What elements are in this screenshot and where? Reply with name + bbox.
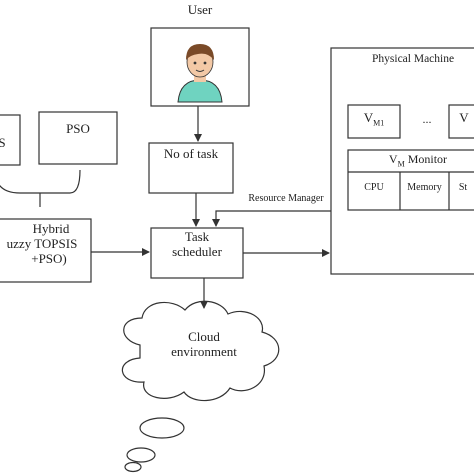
- cloud-bubble-small: [124, 461, 142, 473]
- memory-label: Memory: [407, 182, 442, 193]
- vm-monitor-label: VM Monitor: [348, 152, 474, 169]
- vm-monitor-prefix: V: [388, 152, 398, 166]
- left-cut-label: S: [0, 135, 6, 150]
- vm-monitor-sub: M: [397, 159, 405, 169]
- resource-manager-label: Resource Manager: [248, 193, 324, 204]
- task-scheduler-line2: scheduler: [172, 243, 222, 259]
- resource-manager-arrow: [212, 210, 331, 227]
- hybrid-label-line2: uzzy TOPSIS: [6, 235, 78, 251]
- vm1-prefix: V: [363, 110, 374, 125]
- merge-brace: [0, 169, 81, 194]
- user-avatar-icon: [177, 44, 223, 103]
- cloud-label: Cloud environment: [150, 329, 258, 360]
- pso-box: [38, 111, 118, 165]
- vm-dots: ...: [422, 112, 432, 126]
- cloud-shape: [121, 300, 280, 402]
- hybrid-label: Hybrid uzzy TOPSIS +PSO): [0, 221, 94, 267]
- physical-machine-box: [330, 47, 474, 275]
- user-label: User: [187, 2, 213, 17]
- vm-monitor-suffix: Monitor: [404, 152, 448, 166]
- task-scheduler-line1: Task: [184, 229, 210, 244]
- pso-label: PSO: [66, 121, 90, 136]
- no-of-task-box: [148, 142, 234, 194]
- vm-right-label: V: [459, 110, 469, 125]
- vm1-sub: M1: [373, 118, 385, 128]
- cloud-label-line2: environment: [171, 343, 237, 359]
- hybrid-box: [0, 218, 92, 283]
- left-cut-box: [0, 114, 21, 166]
- storage-cut-label: St: [458, 182, 468, 193]
- physical-machine-label: Physical Machine: [372, 53, 455, 65]
- cloud-label-line1: Cloud: [188, 329, 220, 344]
- no-of-task-label: No of task: [163, 146, 219, 161]
- vm1-label: VM1: [348, 110, 400, 128]
- cpu-label: CPU: [364, 182, 384, 193]
- cloud-bubble-large: [139, 417, 185, 439]
- user-box: [150, 27, 250, 107]
- vm1-box: [347, 104, 401, 139]
- cloud-bubble-medium: [126, 447, 156, 463]
- vm-right-box: [448, 104, 474, 139]
- hybrid-label-line1: Hybrid: [32, 221, 70, 236]
- vm-monitor-box: [347, 149, 474, 211]
- hybrid-label-line3: +PSO): [31, 250, 67, 266]
- task-scheduler-label: Task scheduler: [151, 229, 243, 260]
